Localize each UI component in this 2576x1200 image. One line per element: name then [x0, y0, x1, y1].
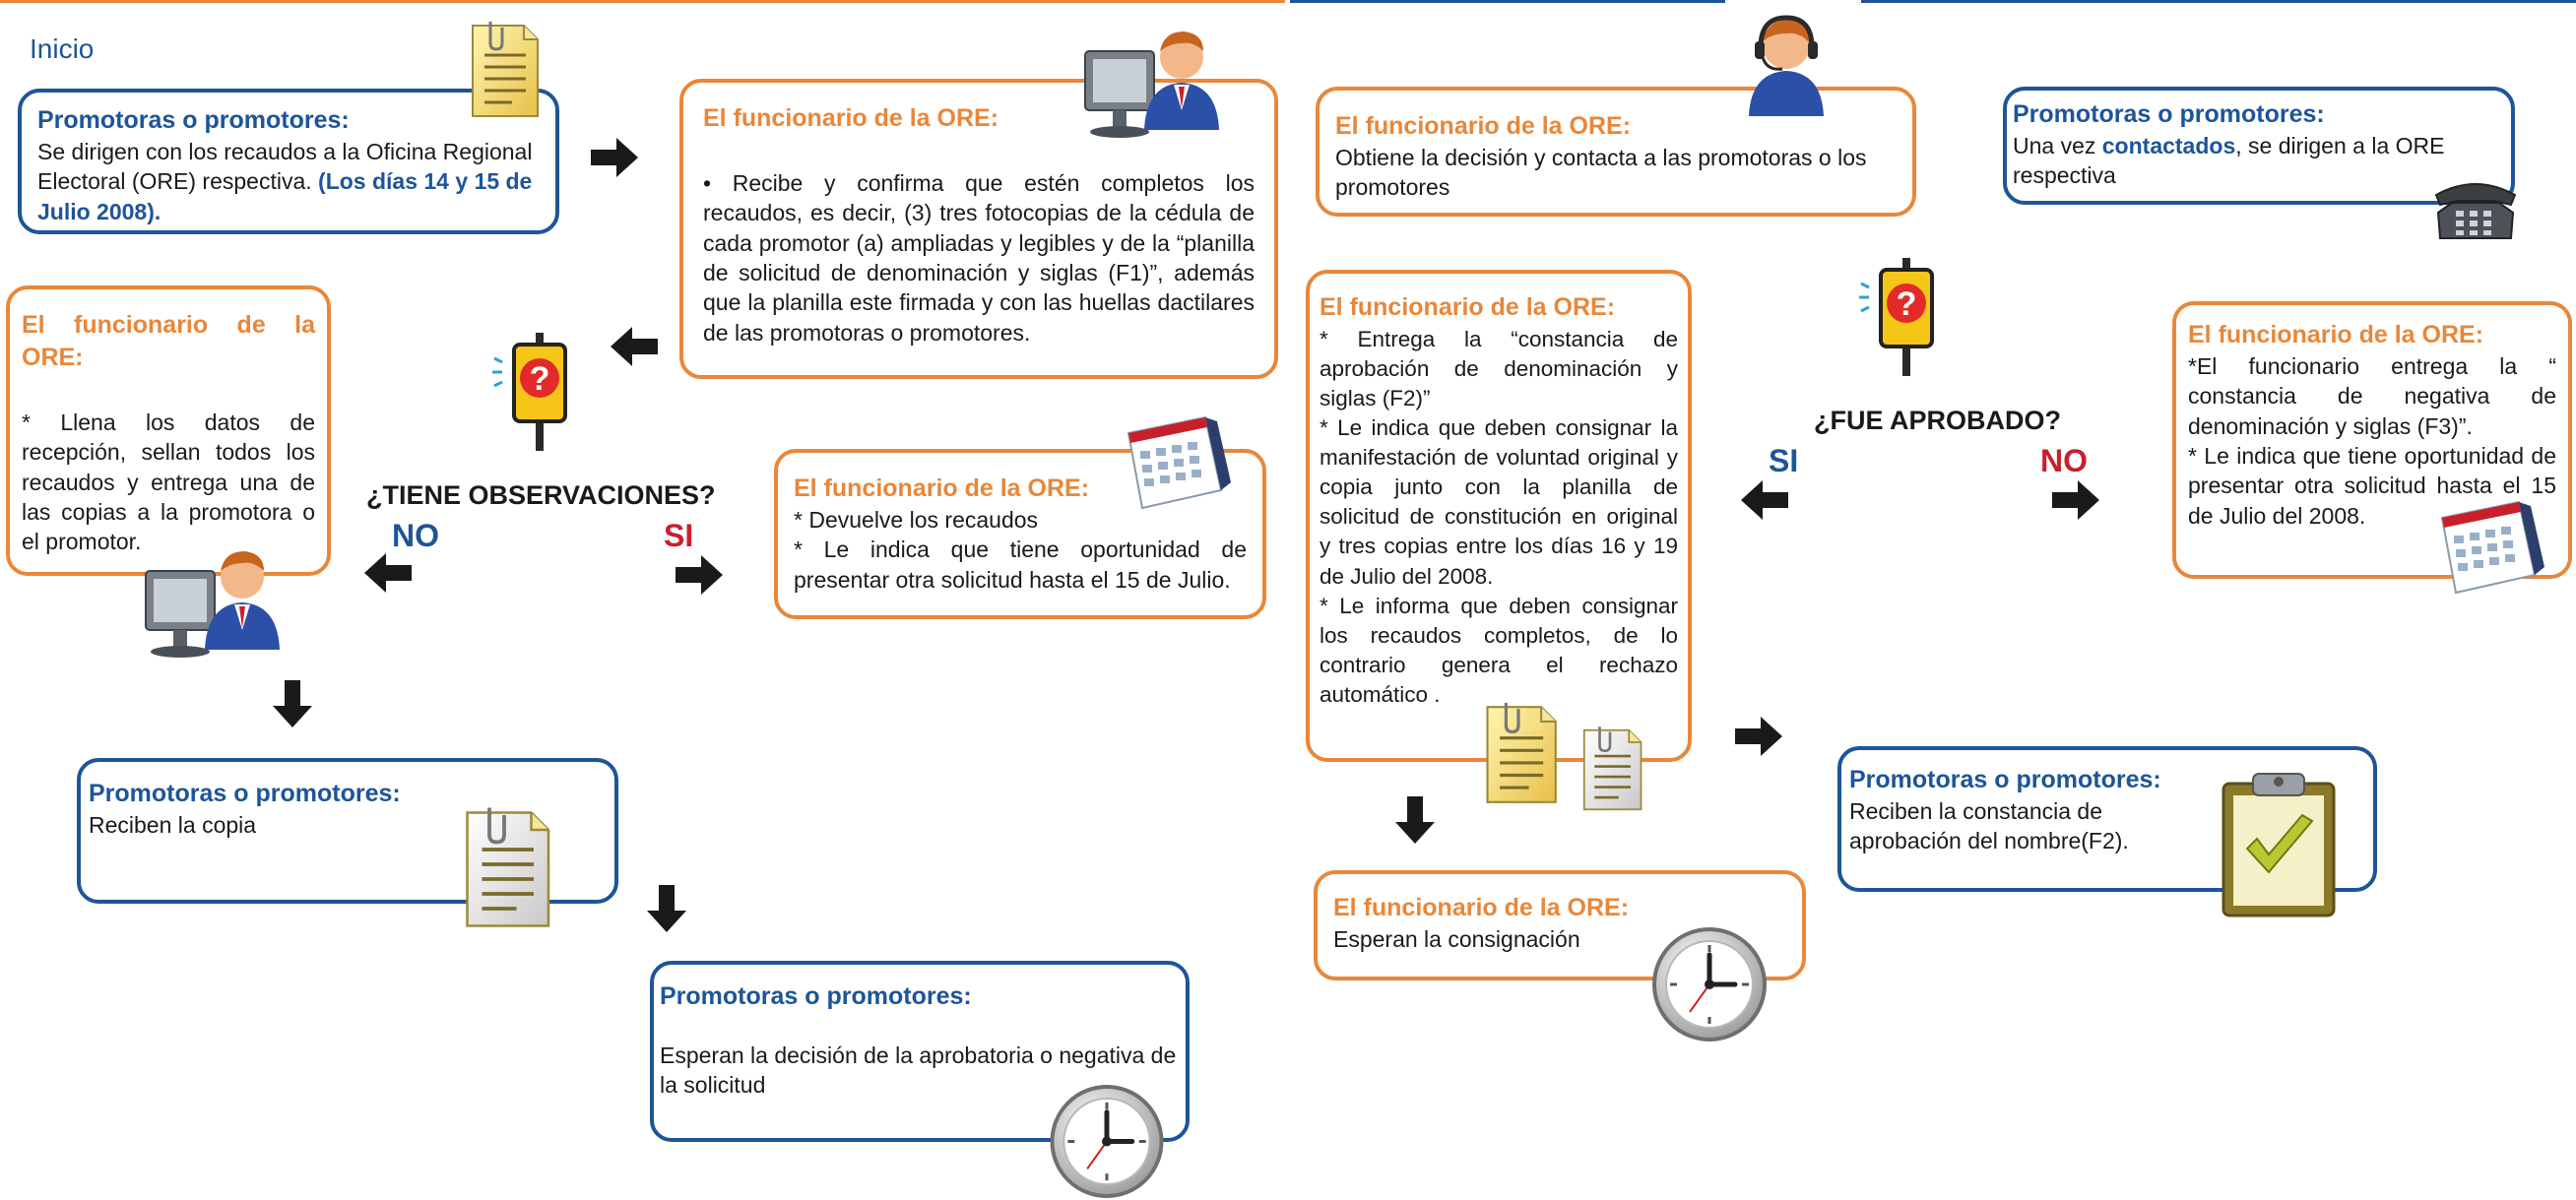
- arrow-left-icon: [611, 327, 658, 366]
- question-sign-icon: [490, 333, 567, 453]
- arrow-left-icon: [1741, 480, 1788, 520]
- document-icon: [471, 22, 540, 118]
- box9-line1: * Entrega la “constancia de aprobación d…: [1320, 326, 1678, 411]
- box7-text: Obtiene la decisión y contacta a las pro…: [1335, 145, 1867, 201]
- question-sign-icon: [1857, 258, 1934, 378]
- box11-title: El funcionario de la ORE:: [1333, 894, 1630, 921]
- box12-title: Promotoras o promotores:: [1849, 766, 2161, 793]
- box9-line2: * Le indica que deben consignar la manif…: [1320, 414, 1678, 589]
- paper-icon: [1582, 726, 1642, 811]
- box1-text: Se dirigen con los recaudos a la Oficina…: [37, 137, 540, 226]
- box3-title: El funcionario de la ORE:: [22, 311, 315, 371]
- arrow-down-icon: [647, 885, 686, 932]
- box7-title: El funcionario de la ORE:: [1335, 112, 1632, 140]
- inicio-label: Inicio: [30, 33, 95, 64]
- funcionario-entrega-negativa: El funcionario de la ORE: *El funcionari…: [2172, 301, 2572, 579]
- box3-text: * Llena los datos de recepción, sellan t…: [22, 410, 315, 555]
- arrow-right-icon: [591, 138, 638, 177]
- box10-line2: * Le indica que tiene oportunidad de pre…: [2188, 443, 2556, 529]
- top-line-blue-left: [1290, 0, 1725, 3]
- box8-text: Una vez contactados, se dirigen a la ORE…: [2013, 131, 2505, 191]
- telephone-icon: [2435, 183, 2516, 239]
- clock-icon: [1048, 1083, 1166, 1200]
- clock-icon: [1650, 925, 1769, 1043]
- arrow-right-icon: [676, 555, 723, 595]
- box2-title: El funcionario de la ORE:: [703, 104, 999, 132]
- box4-line1: * Devuelve los recaudos: [794, 507, 1039, 533]
- box11-text: Esperan la consignación: [1333, 926, 1580, 952]
- arrow-left-icon: [364, 553, 412, 593]
- box2-text: • Recibe y confirma que estén completos …: [703, 170, 1255, 346]
- box8-highlight: contactados: [2101, 133, 2236, 158]
- box8-title: Promotoras o promotores:: [2013, 100, 2325, 128]
- box5-title: Promotoras o promotores:: [89, 780, 401, 807]
- box10-line1: *El funcionario entrega la “ constancia …: [2188, 353, 2556, 439]
- arrow-right-icon: [2052, 480, 2099, 520]
- promotores-step-1: Promotoras o promotores: Se dirigen con …: [18, 89, 559, 234]
- box9-title: El funcionario de la ORE:: [1320, 293, 1616, 321]
- question-observaciones: ¿TIENE OBSERVACIONES?: [366, 480, 716, 510]
- box1-dates: (Los días 14 y 15 de Julio 2008).: [37, 168, 533, 224]
- box6-title: Promotoras o promotores:: [660, 982, 972, 1010]
- box5-text: Reciben la copia: [89, 812, 257, 838]
- branch-no-label: NO: [392, 518, 439, 553]
- box10-title: El funcionario de la ORE:: [2188, 321, 2484, 348]
- funcionario-step-3: El funcionario de la ORE: * Llena los da…: [6, 285, 331, 576]
- box8-post: , se dirigen a la ORE respectiva: [2013, 133, 2445, 189]
- funcionario-esperan-consignacion: El funcionario de la ORE: Esperan la con…: [1314, 870, 1806, 980]
- branch-si-label: SI: [1769, 443, 1799, 478]
- arrow-down-icon: [1395, 796, 1435, 844]
- arrow-down-icon: [273, 680, 312, 727]
- person-computer-icon: [145, 550, 281, 659]
- box1-body: Se dirigen con los recaudos a la Oficina…: [37, 139, 533, 195]
- box12-text: Reciben la constancia de aprobación del …: [1849, 798, 2129, 854]
- box6-text: Esperan la decisión de la aprobatoria o …: [660, 1042, 1177, 1099]
- box9-line3: * Le informa que deben consignar los rec…: [1320, 593, 1678, 708]
- box8-pre: Una vez: [2013, 133, 2102, 158]
- arrow-right-icon: [1735, 717, 1782, 756]
- question-aprobado: ¿FUE APROBADO?: [1814, 406, 2061, 435]
- calendar-icon: [2441, 501, 2545, 594]
- branch-si-label: SI: [664, 518, 694, 553]
- clipboard-check-icon: [2222, 772, 2336, 917]
- funcionario-entrega-constancia: El funcionario de la ORE: * Entrega la “…: [1306, 270, 1692, 762]
- paper-icon: [465, 805, 550, 928]
- box1-title: Promotoras o promotores:: [37, 106, 350, 134]
- box4-title: El funcionario de la ORE:: [794, 474, 1090, 502]
- top-line-orange: [0, 0, 1285, 3]
- box4-line2: * Le indica que tiene oportunidad de pre…: [794, 537, 1247, 593]
- promotores-esperan-decision: Promotoras o promotores: Esperan la deci…: [650, 961, 1190, 1142]
- calendar-icon: [1127, 416, 1232, 509]
- promotores-contactados: Promotoras o promotores: Una vez contact…: [2003, 87, 2515, 205]
- top-line-blue-right: [1861, 0, 2576, 3]
- operator-icon: [1737, 8, 1835, 118]
- person-computer-icon: [1084, 31, 1220, 139]
- branch-no-label: NO: [2040, 443, 2088, 478]
- document-icon: [1485, 703, 1558, 804]
